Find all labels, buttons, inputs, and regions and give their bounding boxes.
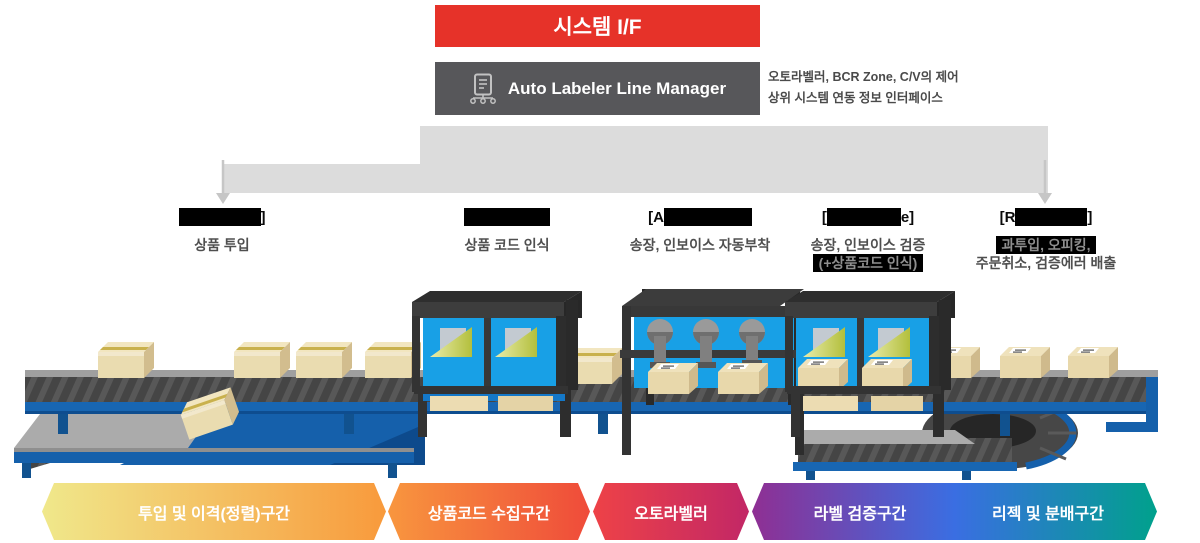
zone-reject: [R] 과투입, 오피킹, 주문취소, 검증에러 배출: [941, 206, 1151, 272]
zone-reject-title: [R]: [999, 208, 1093, 226]
zone-reject-desc: 과투입, 오피킹, 주문취소, 검증에러 배출: [975, 236, 1117, 271]
machine-bcr-scanner: [412, 291, 582, 437]
line-manager-box: Auto Labeler Line Manager: [435, 62, 760, 115]
zone-auto-labeler: [A 송장, 인보이스 자동부착: [595, 206, 805, 254]
line-manager-server-icon: [469, 73, 497, 105]
manager-note: 오토라벨러, BCR Zone, C/V의 제어 상위 시스템 연동 정보 인터…: [768, 67, 959, 109]
zone-verify-desc: 송장, 인보이스 검증 (+상품코드 인식): [810, 237, 926, 272]
zone-bcr: 상품 코드 인식: [402, 206, 612, 254]
zone-auto-labeler-title: [A: [595, 206, 805, 228]
manager-note-line2: 상위 시스템 연동 정보 인터페이스: [768, 91, 943, 105]
system-if-label: 시스템 I/F: [553, 16, 642, 39]
machine-auto-labeler: [620, 289, 806, 455]
flow-segment-code-collect: 상품코드 수집구간: [388, 483, 590, 540]
zone-verify-title: [e]: [821, 208, 915, 226]
redacted-label-bar: [826, 208, 901, 226]
flow-segment-verify-reject: 라벨 검증구간 리젝 및 분배구간: [752, 483, 1157, 540]
redacted-label-bar: [464, 208, 550, 226]
zone-bcr-title: [402, 206, 612, 228]
flow-segment-infeed: 투입 및 이격(정렬)구간: [42, 483, 386, 540]
flow-bars: 투입 및 이격(정렬)구간 상품코드 수집구간 오토라벨러 라벨 검증구간 리젝…: [0, 483, 1200, 540]
down-arrow-icon: [216, 160, 230, 204]
zone-infeed-title: ]: [117, 206, 327, 228]
manager-note-line1: 오토라벨러, BCR Zone, C/V의 제어: [768, 70, 959, 84]
labeler-applicators: [647, 319, 765, 368]
flow-segment-auto-labeler: 오토라벨러: [593, 483, 749, 540]
fan-upper-block: [420, 126, 1048, 166]
zone-infeed: ] 상품 투입: [117, 206, 327, 254]
system-if-box: 시스템 I/F: [435, 5, 760, 47]
fan-horizontal-bar: [222, 164, 1048, 193]
redacted-label-bar: [178, 208, 261, 226]
redacted-label-bar: [663, 208, 752, 226]
zone-verify: [e] 송장, 인보이스 검증 (+상품코드 인식): [763, 206, 973, 272]
zone-bcr-desc: 상품 코드 인식: [464, 237, 550, 253]
zone-auto-labeler-desc: 송장, 인보이스 자동부착: [629, 237, 771, 253]
zone-infeed-desc: 상품 투입: [194, 237, 250, 253]
return-conveyor: [793, 430, 1017, 480]
redacted-label-bar: [1015, 208, 1088, 226]
line-manager-label: Auto Labeler Line Manager: [507, 78, 727, 98]
machine-verifier: [785, 291, 955, 437]
down-arrow-icon: [1038, 160, 1052, 204]
